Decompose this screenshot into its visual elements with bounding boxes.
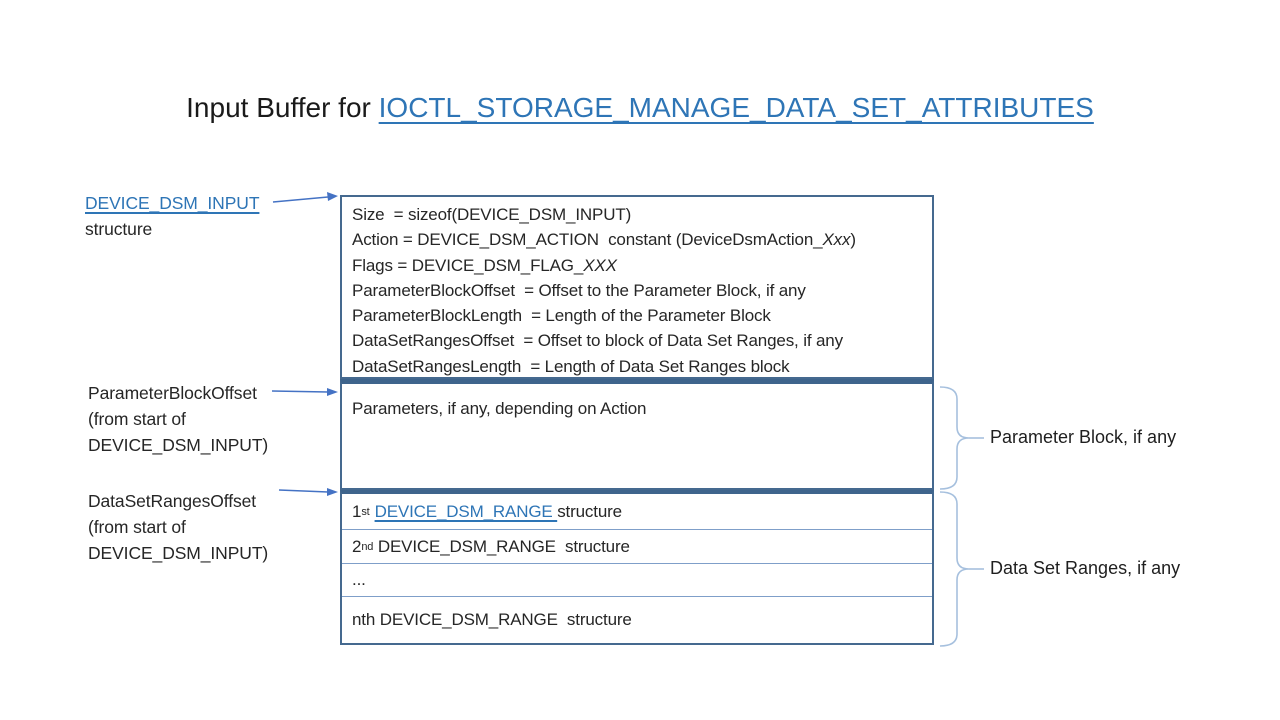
arrow-device-dsm-input — [272, 192, 338, 203]
title-ioctl-hyperlink[interactable]: IOCTL_STORAGE_MANAGE_DATA_SET_ATTRIBUTES — [378, 92, 1094, 123]
data-set-ranges-brace — [939, 491, 984, 647]
data-set-ranges-offset-line3: DEVICE_DSM_INPUT) — [88, 543, 269, 563]
field-flags: Flags = DEVICE_DSM_FLAG_XXX — [352, 255, 617, 275]
parameter-block-brace-label: Parameter Block, if any — [990, 427, 1177, 447]
title-prefix: Input Buffer for — [186, 92, 379, 123]
field-data-set-ranges-length: DataSetRangesLength = Length of Data Set… — [352, 356, 790, 376]
label-device-dsm-input: DEVICE_DSM_INPUT structure — [85, 190, 260, 242]
parameter-block-box: Parameters, if any, depending on Action — [340, 379, 934, 490]
field-action: Action = DEVICE_DSM_ACTION constant (Dev… — [352, 230, 856, 250]
field-parameter-block-length: ParameterBlockLength = Length of the Par… — [352, 306, 771, 326]
data-set-ranges-brace-label: Data Set Ranges, if any — [990, 558, 1181, 578]
parameter-block-offset-line1: ParameterBlockOffset — [88, 383, 257, 403]
field-size: Size = sizeof(DEVICE_DSM_INPUT) — [352, 205, 632, 224]
page-title: Input Buffer for IOCTL_STORAGE_MANAGE_DA… — [0, 92, 1280, 124]
device-dsm-input-box: Size = sizeof(DEVICE_DSM_INPUT) Action =… — [340, 195, 934, 379]
device-dsm-input-hyperlink[interactable]: DEVICE_DSM_INPUT — [85, 193, 260, 213]
arrow-data-set-ranges-offset — [278, 488, 338, 496]
arrow-parameter-block-offset — [271, 388, 338, 396]
range-row-nth: nth DEVICE_DSM_RANGE structure — [352, 610, 632, 629]
field-parameter-block-offset: ParameterBlockOffset = Offset to the Par… — [352, 280, 806, 300]
label-data-set-ranges-offset: DataSetRangesOffset (from start of DEVIC… — [88, 488, 268, 566]
device-dsm-range-hyperlink[interactable]: DEVICE_DSM_RANGE — [374, 501, 558, 521]
field-data-set-ranges-offset: DataSetRangesOffset = Offset to block of… — [352, 331, 843, 351]
parameters-text: Parameters, if any, depending on Action — [352, 399, 647, 418]
range-row-ellipsis: ... — [342, 564, 932, 597]
parameter-block-offset-line3: DEVICE_DSM_INPUT) — [88, 435, 269, 455]
data-set-ranges-offset-line1: DataSetRangesOffset — [88, 491, 257, 511]
parameter-block-brace — [939, 386, 984, 490]
label-parameter-block-offset: ParameterBlockOffset (from start of DEVI… — [88, 380, 268, 458]
parameter-block-offset-line2: (from start of — [88, 409, 186, 429]
device-dsm-input-caption: structure — [85, 219, 153, 239]
data-set-ranges-offset-line2: (from start of — [88, 517, 186, 537]
